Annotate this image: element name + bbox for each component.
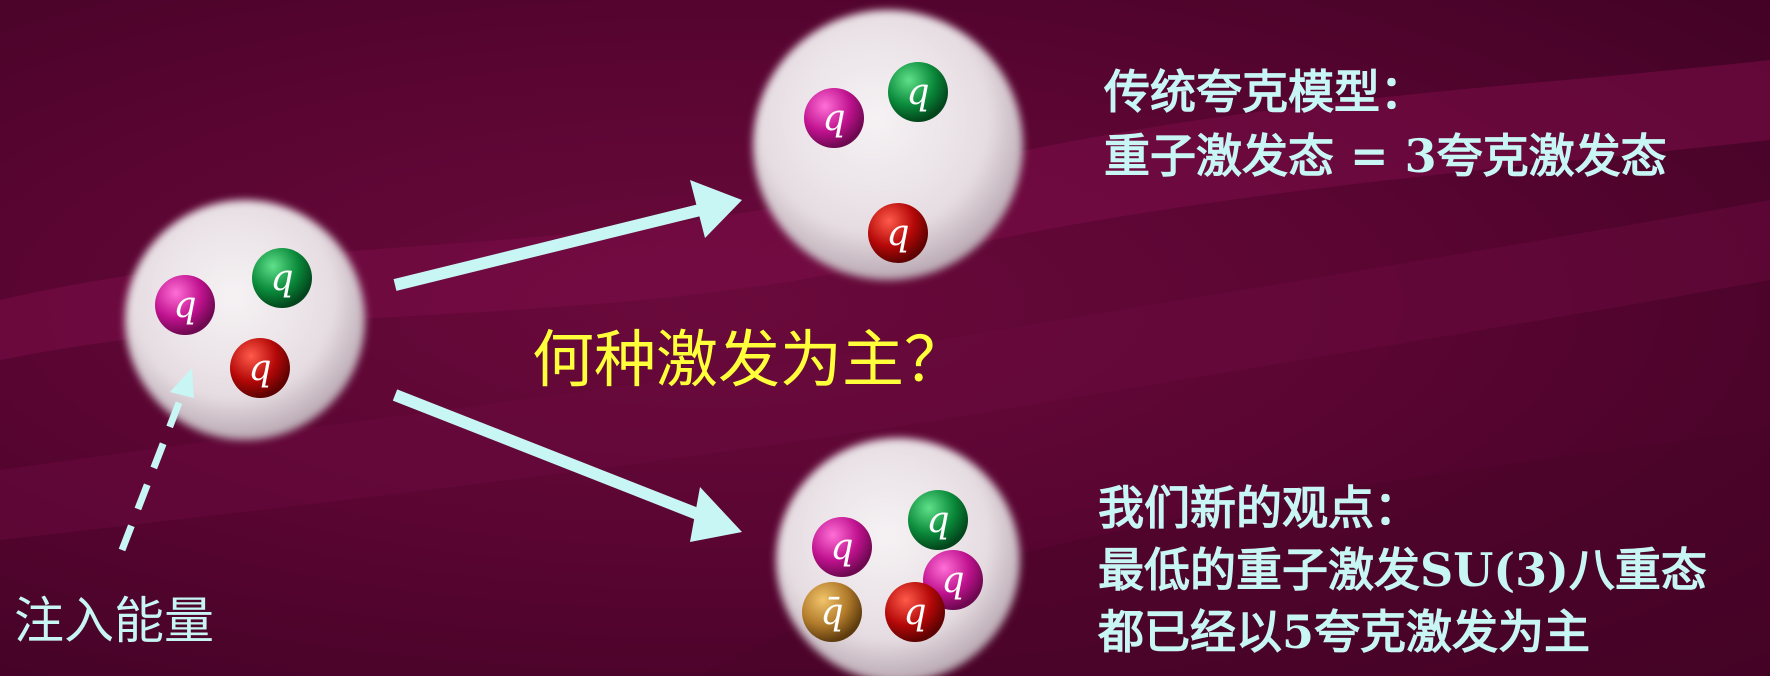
- quark-green: q: [908, 490, 968, 550]
- antiquark-gold: q̄: [802, 582, 862, 642]
- svg-text:q̄: q̄: [820, 592, 843, 633]
- svg-text:q: q: [903, 592, 926, 633]
- new-view-line-1: 我们新的观点：: [1098, 481, 1420, 535]
- svg-text:q: q: [270, 258, 293, 299]
- svg-text:q: q: [941, 560, 964, 601]
- traditional-line-1: 传统夸克模型：: [1104, 65, 1426, 119]
- quark-magenta: q: [804, 88, 864, 148]
- quark-red: q: [885, 582, 945, 642]
- quark-green: q: [252, 248, 312, 308]
- svg-text:q: q: [886, 213, 909, 254]
- svg-text:q: q: [906, 72, 929, 113]
- arrow-energy-injection: [118, 368, 194, 552]
- quark-red: q: [230, 338, 290, 398]
- new-view-line-3: 都已经以5夸克激发为主: [1098, 605, 1591, 659]
- energy-label: 注入能量: [14, 592, 214, 650]
- hadron-initial: q q q: [125, 200, 365, 440]
- svg-text:q: q: [173, 285, 196, 326]
- svg-text:q: q: [830, 527, 853, 568]
- quark-red: q: [868, 203, 928, 263]
- traditional-line-2: 重子激发态 = 3夸克激发态: [1104, 129, 1667, 183]
- quark-green: q: [888, 62, 948, 122]
- arrow-to-three-quark: [393, 180, 742, 291]
- hadron-five-quark: q q q q̄ q: [776, 438, 1020, 676]
- quark-magenta: q: [155, 275, 215, 335]
- svg-text:q: q: [926, 500, 949, 541]
- svg-text:q: q: [248, 348, 271, 389]
- arrow-to-five-quark: [392, 389, 742, 542]
- question-text: 何种激发为主？: [532, 323, 967, 396]
- hadron-three-quark: q q q: [753, 10, 1023, 280]
- svg-text:q: q: [822, 98, 845, 139]
- new-view-line-2: 最低的重子激发SU(3)八重态: [1098, 543, 1707, 597]
- quark-magenta: q: [812, 517, 872, 577]
